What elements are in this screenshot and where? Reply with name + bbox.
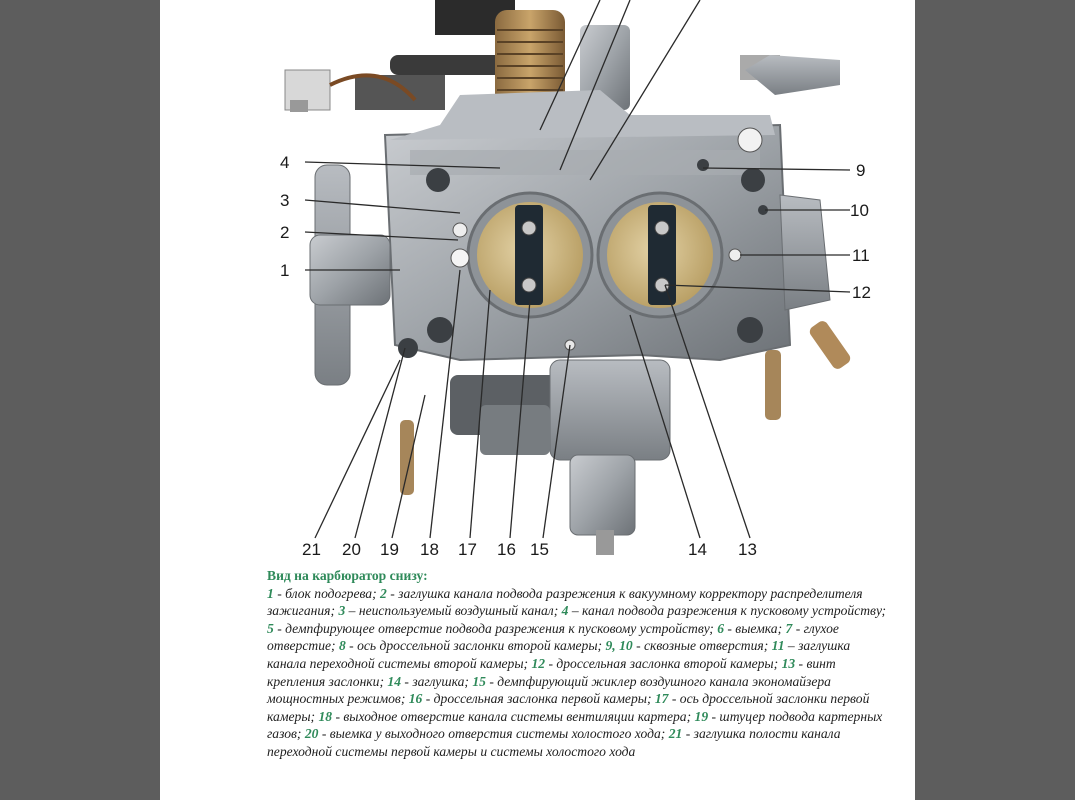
caption-item-number: 17 — [654, 691, 669, 707]
label-4: 4 — [280, 153, 289, 172]
label-13: 13 — [738, 540, 757, 559]
caption-item-number: 9, 10 — [605, 638, 633, 654]
body-holes — [398, 127, 768, 358]
caption-item-text: - винт крепления заслонки; — [267, 655, 836, 689]
caption-item-number: 7 — [785, 620, 793, 636]
caption-item-text: - сквозные отверстия; — [632, 638, 772, 654]
carburetor-body — [309, 90, 851, 555]
caption-item-text: - демпфирующее отверстие подвода разреже… — [273, 620, 718, 636]
caption-item-text: - заглушка полости канала переходной сис… — [267, 726, 841, 759]
caption-item-number: 11 — [771, 638, 785, 654]
caption-item-number: 5 — [267, 620, 274, 636]
document-page: 4 3 2 1 9 10 11 12 13 14 15 16 17 18 19 … — [160, 0, 915, 800]
caption-item-text: - заглушка канала подвода разрежения к в… — [267, 585, 863, 619]
caption-item-text: - демпфирующий жиклер воздушного канала … — [267, 673, 831, 707]
caption-body: 1 - блок подогрева; 2 - заглушка канала … — [267, 586, 886, 759]
caption-item-text: - заглушка; — [401, 673, 473, 689]
figure-caption: Вид на карбюратор снизу: 1 - блок подогр… — [267, 567, 887, 761]
caption-item-number: 13 — [781, 655, 796, 671]
caption-item-number: 3 — [338, 603, 346, 619]
caption-item-number: 20 — [304, 726, 319, 742]
caption-item-text: - дроссельная заслонка первой камеры; — [422, 691, 655, 707]
label-15: 15 — [530, 540, 549, 559]
caption-item-number: 16 — [408, 691, 423, 707]
caption-item-text: - выемка; — [723, 620, 786, 636]
caption-item-number: 4 — [561, 603, 569, 619]
carburetor-figure: 4 3 2 1 9 10 11 12 13 14 15 16 17 18 19 … — [160, 0, 915, 565]
caption-item-number: 14 — [387, 673, 401, 689]
carburetor-illustration: 4 3 2 1 9 10 11 12 13 14 15 16 17 18 19 … — [280, 0, 871, 559]
caption-item-text: - глухое отверстие; — [267, 620, 839, 654]
caption-item-text: – заглушка канала переходной системы вто… — [267, 638, 851, 671]
callout-labels: 4 3 2 1 9 10 11 12 13 14 15 16 17 18 19 … — [280, 153, 871, 559]
label-1: 1 — [280, 261, 289, 280]
caption-title: Вид на карбюратор снизу: — [267, 568, 428, 583]
label-16: 16 — [497, 540, 516, 559]
label-17: 17 — [458, 540, 477, 559]
label-12: 12 — [852, 283, 871, 302]
caption-item-text: - ось дроссельной заслонки второй камеры… — [345, 638, 606, 654]
caption-item-number: 12 — [531, 655, 546, 671]
leader-lines — [304, 0, 851, 539]
label-19: 19 — [380, 540, 399, 559]
caption-item-text: - выходное отверстие канала системы вент… — [332, 708, 695, 724]
caption-item-text: - штуцер подвода картерных газов; — [267, 708, 883, 742]
caption-item-number: 18 — [318, 708, 333, 724]
caption-item-text: - выемка у выходного отверстия системы х… — [318, 726, 669, 742]
throttle-bore-first — [466, 191, 594, 319]
caption-item-number: 19 — [694, 708, 709, 724]
label-9: 9 — [856, 161, 865, 180]
label-21: 21 — [302, 540, 321, 559]
caption-item-number: 1 — [267, 585, 274, 601]
caption-item-text: - ось дроссельной заслонки первой камеры… — [267, 691, 870, 724]
label-14: 14 — [688, 540, 707, 559]
caption-item-number: 8 — [338, 638, 346, 654]
caption-item-text: - блок подогрева; — [273, 585, 381, 601]
caption-item-number: 15 — [472, 673, 486, 689]
label-20: 20 — [342, 540, 361, 559]
caption-item-number: 2 — [380, 585, 387, 601]
caption-item-text: – канал подвода разрежения к пусковому у… — [568, 603, 886, 619]
label-2: 2 — [280, 223, 289, 242]
throttle-bore-second — [596, 191, 724, 319]
label-18: 18 — [420, 540, 439, 559]
label-3: 3 — [280, 191, 289, 210]
caption-item-text: - дроссельная заслонка второй камеры; — [545, 655, 782, 671]
caption-item-text: – неиспользуемый воздушный канал; — [345, 603, 562, 619]
label-10: 10 — [850, 201, 869, 220]
label-11: 11 — [852, 246, 870, 265]
caption-item-number: 21 — [668, 726, 683, 742]
caption-item-number: 6 — [717, 620, 724, 636]
